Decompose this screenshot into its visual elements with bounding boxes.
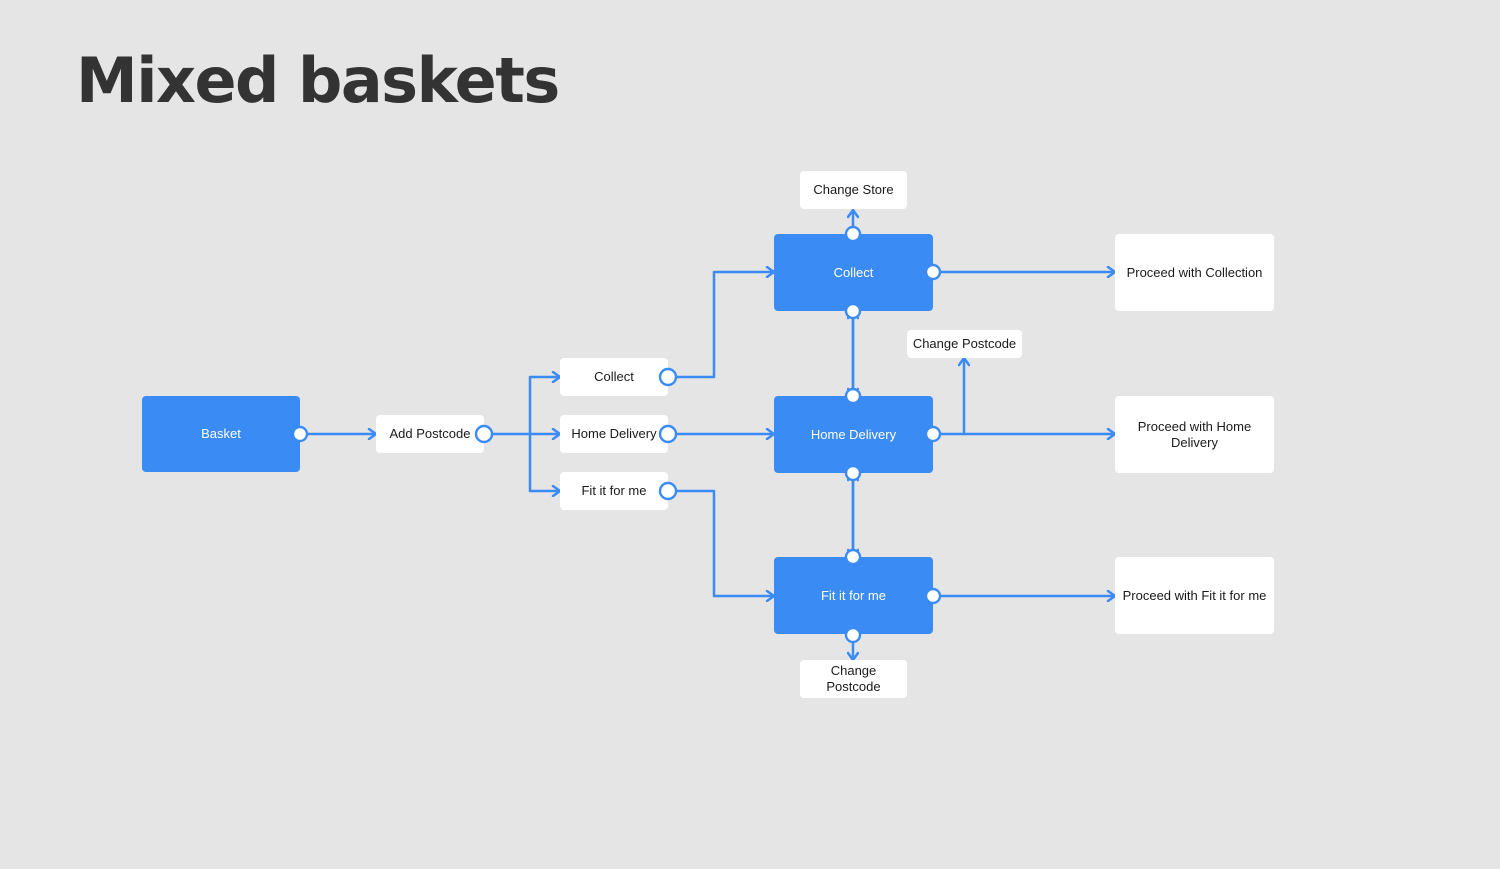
fit-it-for-me-option-node: Fit it for me (560, 472, 668, 510)
collect-flow-node: Collect (774, 234, 933, 311)
change-store-node: Change Store (800, 171, 907, 209)
change-postcode-fit-node: Change Postcode (800, 660, 907, 698)
basket-node: Basket (142, 396, 300, 472)
connector-fit-option-to-fit-flow (668, 489, 774, 596)
proceed-collection-node: Proceed with Collection (1115, 234, 1274, 311)
home-delivery-option-node: Home Delivery (560, 415, 668, 453)
home-delivery-flow-node: Home Delivery (774, 396, 933, 473)
change-postcode-delivery-node: Change Postcode (907, 330, 1022, 358)
connector-branch-to-collect (528, 377, 560, 434)
proceed-home-delivery-node: Proceed with Home Delivery (1115, 396, 1274, 473)
page-title: Mixed baskets (76, 44, 560, 117)
fit-it-for-me-flow-node: Fit it for me (774, 557, 933, 634)
collect-option-node: Collect (560, 358, 668, 396)
proceed-fit-node: Proceed with Fit it for me (1115, 557, 1274, 634)
connector-branch-to-fit (528, 434, 560, 491)
add-postcode-node: Add Postcode (376, 415, 484, 453)
connector-collect-option-to-collect-flow (668, 272, 774, 379)
